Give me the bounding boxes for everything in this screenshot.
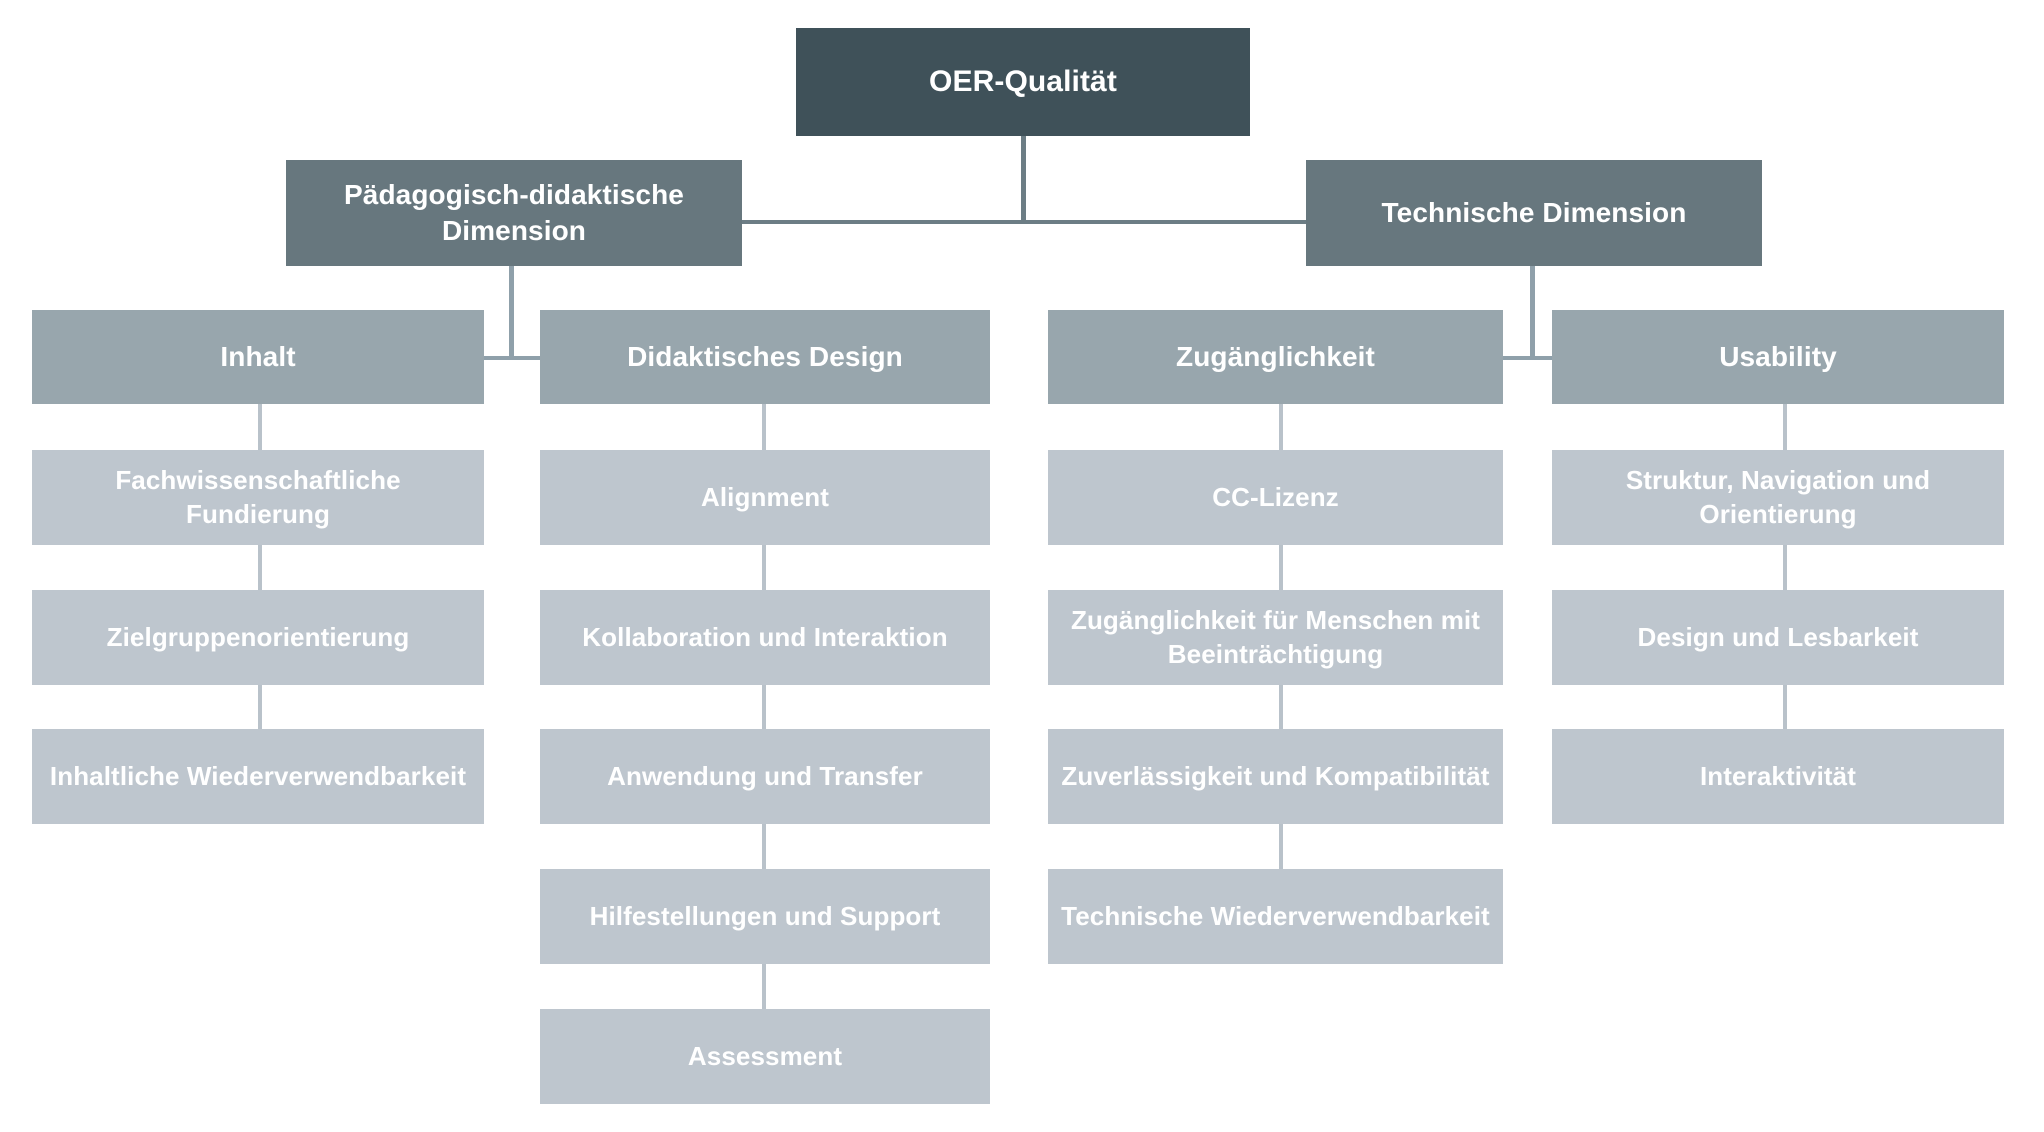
connector-left-dimension-stem xyxy=(509,266,514,360)
node-label: CC-Lizenz xyxy=(1212,481,1339,512)
node-label: Anwendung und Transfer xyxy=(607,760,923,791)
node-didaktisches-design[interactable]: Didaktisches Design xyxy=(540,310,990,404)
node-label: Kollaboration und Interaktion xyxy=(582,621,948,652)
connector-column-1-spine xyxy=(258,400,262,740)
leaf-alignment[interactable]: Alignment xyxy=(540,450,990,545)
node-label: Inhalt xyxy=(220,341,296,373)
connector-right-dimension-stem xyxy=(1530,266,1535,360)
node-label: Interaktivität xyxy=(1699,760,1856,791)
leaf-design-und-lesbarkeit[interactable]: Design und Lesbarkeit xyxy=(1552,590,2004,685)
leaf-struktur-navigation-und-orientierung[interactable]: Struktur, Navigation und Orientierung xyxy=(1552,450,2004,545)
node-label: Inhaltliche Wiederverwendbarkeit xyxy=(49,760,467,791)
leaf-hilfestellungen-und-support[interactable]: Hilfestellungen und Support xyxy=(540,869,990,964)
leaf-fachwissenschaftliche-fundierung[interactable]: Fachwissenschaftliche Fundierung xyxy=(32,450,484,545)
connector-column-4-spine xyxy=(1783,400,1787,740)
leaf-anwendung-und-transfer[interactable]: Anwendung und Transfer xyxy=(540,729,990,824)
node-label: Design und Lesbarkeit xyxy=(1637,621,1919,652)
node-label: Hilfestellungen und Support xyxy=(589,900,941,931)
leaf-interaktivitaet[interactable]: Interaktivität xyxy=(1552,729,2004,824)
leaf-kollaboration-und-interaktion[interactable]: Kollaboration und Interaktion xyxy=(540,590,990,685)
node-label: Technische Dimension xyxy=(1381,197,1687,229)
node-zugaenglichkeit[interactable]: Zugänglichkeit xyxy=(1048,310,1503,404)
connector-left-category-bar xyxy=(420,356,600,360)
connector-right-category-bar xyxy=(1440,356,1620,360)
node-label: Struktur, Navigation und Orientierung xyxy=(1625,465,1931,529)
node-label: Zielgruppenorientierung xyxy=(106,621,410,652)
node-label: Technische Wiederverwendbarkeit xyxy=(1061,900,1490,931)
leaf-technische-wiederverwendbarkeit[interactable]: Technische Wiederverwendbarkeit xyxy=(1048,869,1503,964)
node-label: Fachwissenschaftliche Fundierung xyxy=(115,465,401,529)
leaf-zugaenglichkeit-fuer-menschen-mit-beeintraechtigung[interactable]: Zugänglichkeit für Menschen mit Beeinträ… xyxy=(1048,590,1503,685)
leaf-assessment[interactable]: Assessment xyxy=(540,1009,990,1104)
node-label: Alignment xyxy=(700,481,829,512)
node-label: Zugänglichkeit xyxy=(1176,341,1375,373)
node-paedagogisch-didaktische-dimension[interactable]: Pädagogisch-didaktische Dimension xyxy=(286,160,742,266)
node-oer-qualitaet[interactable]: OER-Qualität xyxy=(796,28,1250,136)
node-usability[interactable]: Usability xyxy=(1552,310,2004,404)
leaf-cc-lizenz[interactable]: CC-Lizenz xyxy=(1048,450,1503,545)
node-label: Zugänglichkeit für Menschen mit Beeinträ… xyxy=(1070,605,1481,669)
node-label: Pädagogisch-didaktische Dimension xyxy=(344,179,684,246)
leaf-inhaltliche-wiederverwendbarkeit[interactable]: Inhaltliche Wiederverwendbarkeit xyxy=(32,729,484,824)
node-label: Assessment xyxy=(687,1040,843,1071)
connector-column-2-spine xyxy=(762,400,766,1020)
leaf-zielgruppenorientierung[interactable]: Zielgruppenorientierung xyxy=(32,590,484,685)
node-technische-dimension[interactable]: Technische Dimension xyxy=(1306,160,1762,266)
connector-dimension-bar xyxy=(516,220,1526,224)
leaf-zuverlaessigkeit-und-kompatibilitaet[interactable]: Zuverlässigkeit und Kompatibilität xyxy=(1048,729,1503,824)
node-label: Usability xyxy=(1719,341,1837,373)
node-inhalt[interactable]: Inhalt xyxy=(32,310,484,404)
node-label: Didaktisches Design xyxy=(627,341,903,373)
node-label: Zuverlässigkeit und Kompatibilität xyxy=(1061,760,1490,791)
connector-root-stem xyxy=(1021,136,1026,222)
node-label: OER-Qualität xyxy=(929,64,1117,98)
